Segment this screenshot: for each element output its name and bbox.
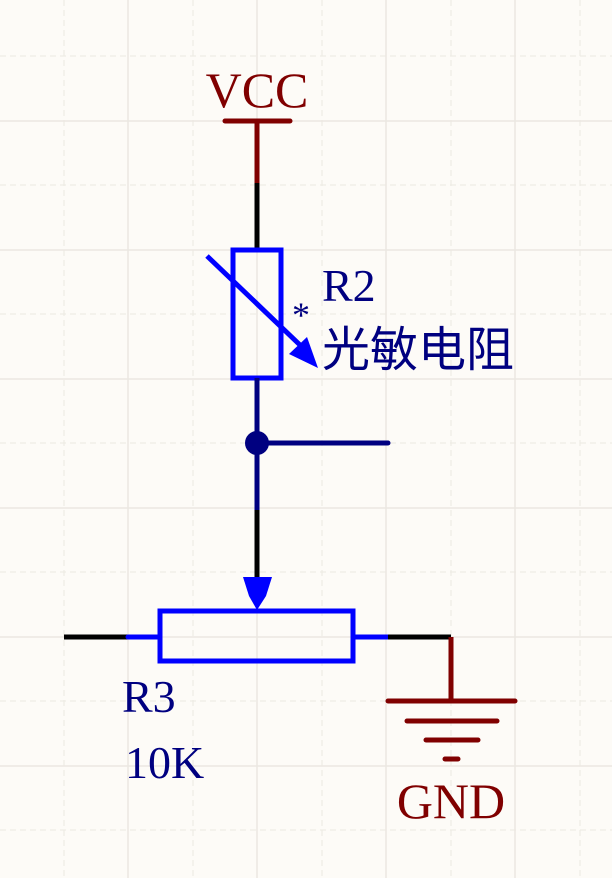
- r2-light-arrow-line: [205, 254, 302, 347]
- junction-dot: [245, 431, 269, 455]
- r2-marker: *: [292, 295, 310, 335]
- r3-designator[interactable]: R3: [122, 671, 176, 722]
- signal-net: [245, 378, 391, 510]
- gnd-power-port[interactable]: GND: [385, 637, 518, 829]
- r3-potentiometer[interactable]: R3 10K: [64, 510, 451, 788]
- vcc-label: VCC: [206, 62, 309, 118]
- r2-designator[interactable]: R2: [322, 260, 376, 311]
- r3-value[interactable]: 10K: [125, 737, 204, 788]
- vcc-power-port[interactable]: VCC: [206, 62, 309, 183]
- gnd-label: GND: [397, 773, 505, 829]
- r3-wiper-arrow-icon: [243, 577, 272, 610]
- r2-arrow-head-icon: [289, 337, 318, 368]
- r2-photoresistor[interactable]: * R2 光敏电阻: [205, 183, 514, 381]
- r2-comment[interactable]: 光敏电阻: [322, 322, 514, 378]
